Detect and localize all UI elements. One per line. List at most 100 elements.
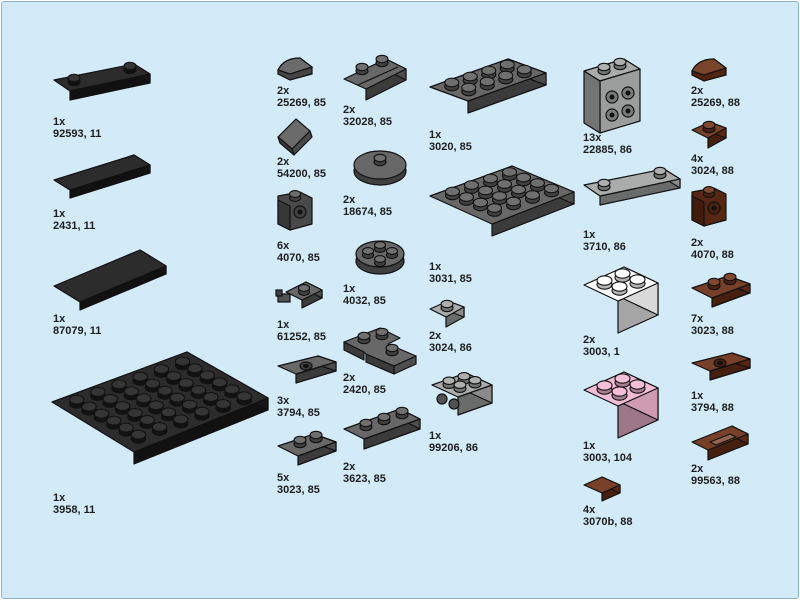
part-id-color: 3003, 104 — [583, 452, 632, 464]
stud — [215, 398, 231, 410]
stud — [597, 62, 611, 72]
part-quantity: 2x — [691, 237, 704, 249]
stud — [160, 407, 177, 418]
stud — [90, 386, 106, 398]
stud — [524, 190, 541, 200]
part-id-color: 3003, 1 — [583, 346, 620, 358]
stud — [491, 191, 508, 201]
part-quantity: 1x — [277, 319, 290, 331]
stud — [181, 399, 198, 410]
stud-hole — [297, 209, 303, 215]
stud — [498, 70, 514, 81]
stud — [501, 167, 518, 177]
stud — [224, 384, 240, 395]
part-quantity: 1x — [583, 440, 596, 452]
stud — [510, 184, 527, 195]
stud — [375, 327, 389, 337]
part-29-drawing — [691, 352, 751, 381]
stud — [373, 153, 387, 163]
stud-hole — [609, 112, 615, 118]
stud — [118, 422, 134, 433]
stud — [611, 281, 628, 292]
part-quantity: 13x — [583, 132, 602, 144]
part-id-color: 3623, 85 — [343, 473, 386, 485]
stud — [496, 179, 513, 189]
stud — [297, 284, 311, 292]
stud — [187, 363, 203, 374]
stud — [499, 59, 515, 70]
stud — [114, 400, 131, 412]
stud — [468, 375, 482, 385]
stud — [614, 268, 631, 279]
part-top-face — [691, 58, 728, 76]
part-24-drawing — [583, 476, 621, 502]
part-quantity: 2x — [343, 461, 356, 473]
part-6-drawing — [277, 118, 313, 156]
part-id-color: 3070b, 88 — [583, 516, 633, 528]
stud — [93, 408, 110, 419]
stud — [440, 299, 454, 309]
stud — [373, 255, 387, 263]
part-16-drawing — [429, 58, 547, 114]
part-quantity: 4x — [583, 504, 596, 516]
part-1-drawing — [53, 61, 151, 101]
part-top-face — [53, 154, 151, 191]
stud — [357, 331, 371, 341]
stud — [132, 371, 149, 382]
part-3-drawing — [53, 249, 167, 311]
part-quantity: 7x — [691, 313, 704, 325]
part-id-color: 3023, 88 — [691, 325, 734, 337]
stud — [505, 196, 522, 207]
part-id-color: 4032, 85 — [343, 295, 386, 307]
center-stud-hole — [303, 364, 309, 368]
part-face — [583, 70, 601, 134]
stud — [377, 412, 391, 422]
part-top-face — [583, 476, 621, 494]
stud — [127, 407, 143, 419]
stud — [707, 277, 721, 287]
part-quantity: 2x — [429, 330, 442, 342]
part-id-color: 25269, 85 — [277, 97, 326, 109]
part-id-color: 3024, 86 — [429, 342, 472, 354]
stud — [385, 247, 399, 255]
stud — [702, 120, 716, 130]
stud — [236, 391, 253, 402]
part-id-color: 25269, 88 — [691, 97, 740, 109]
part-id-color: 3958, 11 — [53, 504, 96, 516]
stud — [203, 391, 219, 403]
part-quantity: 4x — [691, 153, 704, 165]
part-30-drawing — [691, 425, 749, 461]
stud — [515, 172, 532, 183]
stud — [479, 76, 495, 87]
stud — [375, 54, 389, 64]
part-id-color: 3794, 85 — [277, 407, 320, 419]
stud — [157, 385, 173, 396]
stud — [629, 274, 646, 285]
side-stud — [436, 393, 448, 405]
part-21-drawing — [583, 166, 681, 206]
stud — [444, 77, 460, 88]
stud — [653, 166, 667, 176]
part-8-drawing — [275, 281, 323, 309]
part-quantity: 2x — [691, 85, 704, 97]
part-id-color: 2420, 85 — [343, 384, 386, 396]
part-quantity: 2x — [277, 85, 290, 97]
stud — [199, 370, 216, 381]
part-5-drawing — [277, 57, 314, 81]
part-id-color: 3031, 85 — [429, 273, 472, 285]
part-quantity: 1x — [583, 229, 596, 241]
stud — [529, 178, 546, 188]
